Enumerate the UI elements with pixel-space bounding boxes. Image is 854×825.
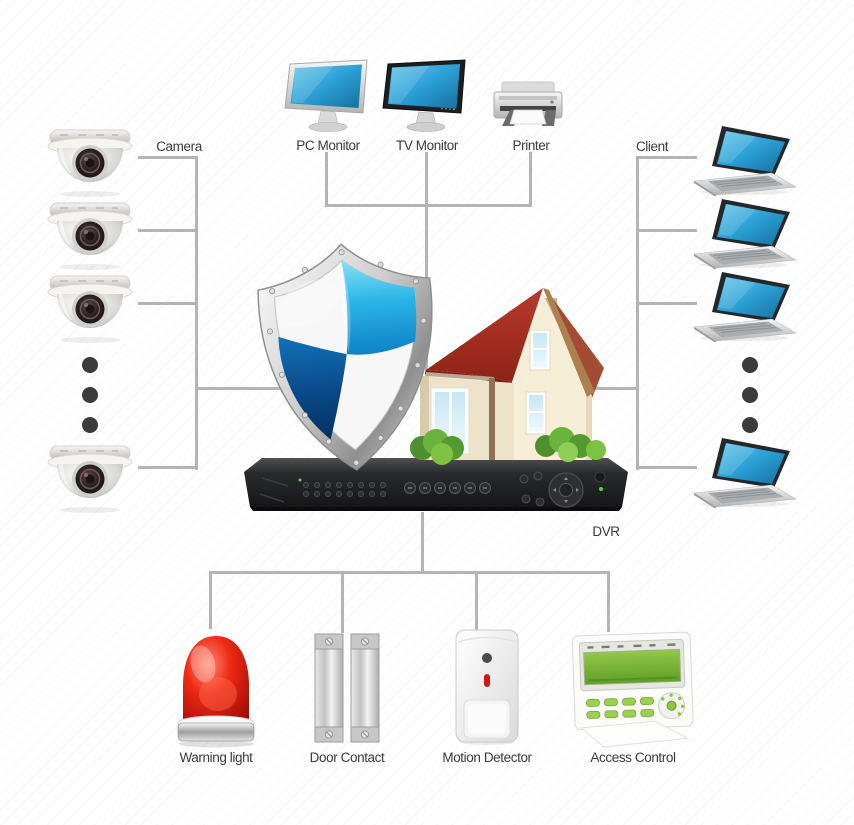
dome-camera-icon: [44, 126, 136, 198]
motion-detector-label: Motion Detector: [442, 750, 532, 765]
line-client-4: [639, 466, 697, 469]
dome-camera-icon: [44, 199, 136, 271]
pc-monitor-label: PC Monitor: [296, 138, 360, 153]
line-camera-2: [138, 229, 198, 232]
line-client-bus: [636, 156, 639, 470]
tv-monitor-icon: [380, 58, 472, 136]
line-client-3: [639, 302, 697, 305]
line-client-feed: [572, 387, 639, 390]
camera-group-label: Camera: [156, 139, 202, 154]
line-client-1: [639, 156, 697, 159]
ellipsis-dot: [742, 357, 758, 373]
line-pc-monitor-drop: [325, 152, 328, 207]
line-motion-detector-drop: [475, 571, 478, 631]
door-contact-icon: [311, 632, 383, 744]
line-camera-bus: [195, 156, 198, 470]
printer-icon: [490, 80, 566, 134]
line-camera-3: [138, 302, 198, 305]
client-group-label: Client: [635, 139, 669, 154]
warning-light-label: Warning light: [179, 750, 253, 765]
laptop-icon: [686, 124, 798, 196]
ellipsis-dot: [742, 417, 758, 433]
line-camera-1: [138, 156, 198, 159]
line-printer-drop: [529, 152, 532, 207]
line-top-bus: [325, 204, 532, 207]
printer-label: Printer: [512, 138, 550, 153]
line-bottom-bus: [209, 571, 610, 574]
laptop-icon: [686, 197, 798, 269]
line-camera-feed: [195, 387, 280, 390]
ellipsis-dot: [742, 387, 758, 403]
ellipsis-dot: [82, 417, 98, 433]
line-tv-monitor-drop: [425, 152, 428, 207]
line-client-2: [639, 229, 697, 232]
warning-light-icon: [170, 628, 262, 748]
laptop-icon: [686, 270, 798, 342]
line-door-contact-drop: [341, 571, 344, 633]
dome-camera-icon: [44, 272, 136, 344]
line-dvr-drop: [421, 512, 424, 574]
line-warning-light-drop: [209, 571, 212, 629]
security-shield-icon: [255, 242, 443, 474]
access-control-label: Access Control: [590, 750, 676, 765]
motion-detector-icon: [448, 628, 526, 746]
tv-monitor-label: TV Monitor: [395, 138, 459, 153]
pc-monitor-icon: [282, 58, 374, 136]
line-access-control-drop: [607, 571, 610, 632]
ellipsis-dot: [82, 357, 98, 373]
ellipsis-dot: [82, 387, 98, 403]
dome-camera-icon: [44, 442, 136, 514]
laptop-icon: [686, 436, 798, 508]
line-camera-4: [138, 466, 198, 469]
access-control-icon: [566, 630, 700, 748]
dvr-label: DVR: [592, 524, 620, 539]
door-contact-label: Door Contact: [309, 750, 385, 765]
